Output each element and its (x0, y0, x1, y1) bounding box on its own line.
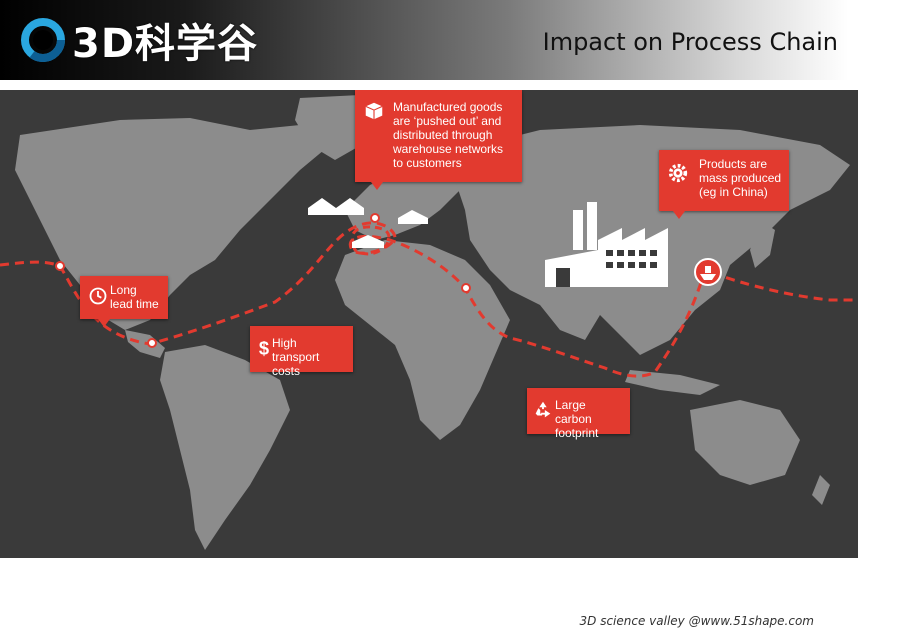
logo-ring-icon (21, 18, 65, 62)
gear-icon (668, 163, 688, 183)
logo-text: 3D科学谷 (72, 21, 259, 67)
page-title: Impact on Process Chain (542, 28, 838, 56)
logo: 3D科学谷 (20, 16, 258, 67)
warehouse-icon (308, 198, 428, 248)
dollar-icon: $ (259, 338, 269, 359)
callout-text: Large carbon footprint (555, 398, 599, 440)
africa (335, 240, 510, 440)
ship-icon (694, 258, 722, 286)
header-bar: 3D科学谷 Impact on Process Chain (0, 0, 922, 80)
callout-long-lead-time: Long lead time (80, 276, 168, 327)
route-point-west-us (55, 261, 65, 271)
callout-mass-produced: Products are mass produced (eg in China) (659, 150, 789, 219)
world-map: Manufactured goods are ‘pushed out’ and … (0, 90, 858, 558)
factory-icon (545, 202, 668, 287)
callout-text: Products are mass produced (eg in China) (699, 157, 782, 199)
japan (750, 220, 775, 268)
australia (690, 400, 800, 485)
south-america (160, 345, 290, 550)
indonesia (625, 370, 720, 395)
box-icon (365, 102, 383, 120)
recycle-icon (535, 401, 551, 418)
callout-large-carbon-footprint: Large carbon footprint (527, 388, 630, 440)
shipping-route (0, 221, 858, 378)
callout-manufactured-goods: Manufactured goods are ‘pushed out’ and … (355, 90, 522, 190)
route-points (55, 213, 471, 348)
callout-text: Manufactured goods are ‘pushed out’ and … (393, 100, 504, 170)
clock-icon (89, 287, 107, 305)
callout-pointer (673, 211, 685, 219)
callout-text: Long lead time (110, 283, 159, 311)
new-zealand (812, 475, 830, 505)
callout-pointer (371, 182, 383, 190)
route-point-europe (370, 213, 380, 223)
callout-high-transport-costs: $ High transport costs (250, 326, 353, 378)
callout-pointer (98, 319, 110, 327)
north-america (15, 118, 330, 330)
footer-credit: 3D science valley @www.51shape.com (579, 614, 815, 628)
callout-text: High transport costs (272, 336, 320, 378)
europe-loop (351, 225, 391, 256)
svg-text:$: $ (259, 338, 269, 359)
route-point-suez (461, 283, 471, 293)
route-point-panama (147, 338, 157, 348)
